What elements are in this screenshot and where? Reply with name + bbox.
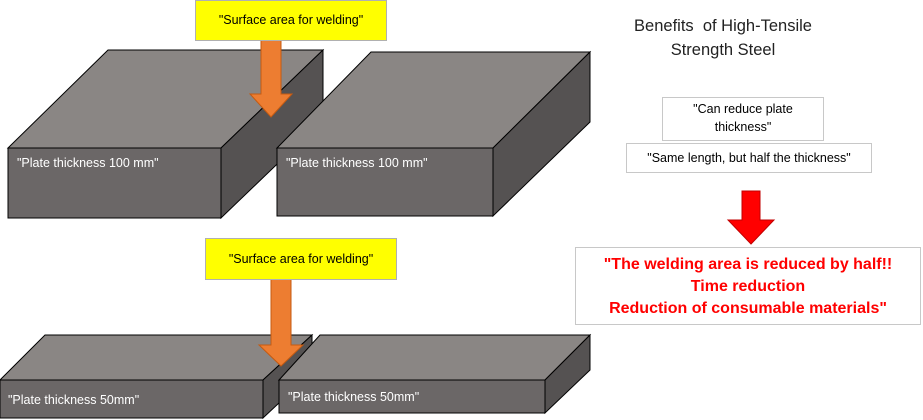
plate-top-left: "Plate thickness 100 mm"	[6, 48, 325, 220]
plate-top-left-front-face	[7, 147, 222, 219]
plate-bottom-right: "Plate thickness 50mm"	[277, 333, 592, 415]
plate-bottom-left-front-face	[0, 379, 264, 419]
plate-bottom-right-top-face	[277, 334, 592, 381]
result-line-3: Reduction of consumable materials"	[609, 300, 887, 317]
welding-surface-callout-bottom: "Surface area for welding"	[205, 238, 397, 280]
result-line-2: Time reduction	[690, 278, 806, 295]
note-reduce-line-1: "Can reduce plate	[693, 102, 793, 116]
page-title: Benefits of High-Tensile Strength Steel	[623, 14, 823, 62]
welding-surface-callout-top: "Surface area for welding"	[195, 0, 387, 41]
note-reduce-thickness: "Can reduce plate thickness"	[662, 97, 824, 141]
plate-bottom-right-label: "Plate thickness 50mm"	[288, 390, 419, 404]
note-same-length: "Same length, but half the thickness"	[626, 143, 872, 173]
arrow-down-top-icon	[248, 39, 294, 118]
plate-bottom-right-front-face	[278, 379, 546, 414]
plate-top-right: "Plate thickness 100 mm"	[275, 50, 592, 218]
arrow-down-red-icon	[726, 190, 776, 245]
title-line-2: Strength Steel	[670, 41, 776, 59]
plate-bottom-left-top-face	[0, 334, 314, 381]
plate-top-right-label: "Plate thickness 100 mm"	[286, 156, 428, 170]
arrow-down-bottom-icon	[257, 278, 305, 367]
plate-top-right-front-face	[276, 147, 494, 217]
note-reduce-line-2: thickness"	[714, 120, 772, 134]
plate-top-left-label: "Plate thickness 100 mm"	[17, 156, 159, 170]
plate-bottom-left-label: "Plate thickness 50mm"	[8, 393, 139, 407]
title-line-1: Benefits of High-Tensile	[634, 17, 812, 35]
plate-bottom-left: "Plate thickness 50mm"	[0, 333, 314, 420]
result-line-1: "The welding area is reduced by half!!	[603, 256, 893, 273]
result-box: "The welding area is reduced by half!! T…	[575, 247, 921, 325]
